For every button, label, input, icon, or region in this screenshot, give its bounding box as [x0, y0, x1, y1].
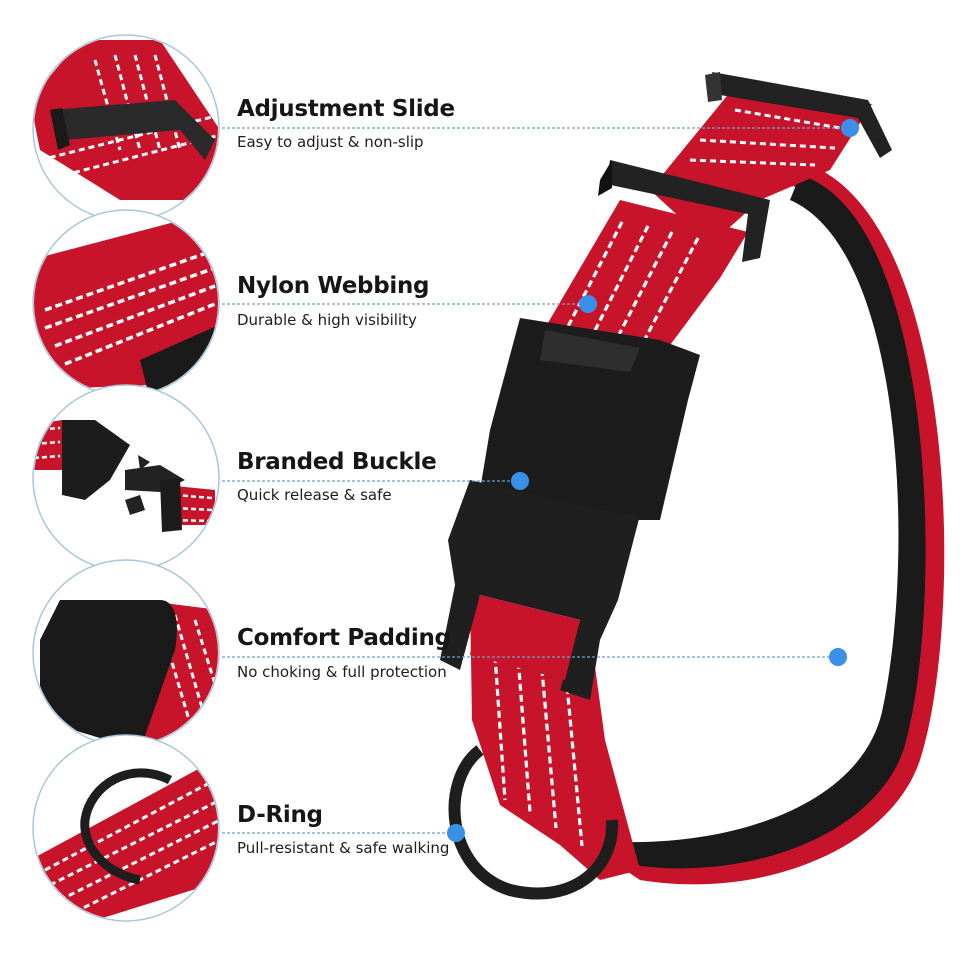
d-ring-hardware	[448, 745, 619, 900]
feature-title-buckle: Branded Buckle	[237, 449, 437, 475]
callout-d-ring	[222, 824, 465, 842]
callout-adjustment-slide	[222, 119, 859, 137]
detail-circle-adjustment-slide	[32, 34, 220, 222]
detail-circle-padding	[32, 559, 220, 747]
callout-nylon-webbing	[222, 295, 597, 313]
feature-desc-buckle: Quick release & safe	[237, 486, 392, 504]
callout-padding	[222, 648, 847, 666]
adjustment-slide-hardware	[705, 72, 892, 158]
collar-illustration	[440, 72, 945, 900]
feature-desc-padding: No choking & full protection	[237, 663, 447, 681]
detail-circle-nylon-webbing	[32, 209, 220, 397]
keeper-loop	[598, 160, 770, 262]
detail-circle-buckle	[32, 384, 220, 572]
feature-title-nylon-webbing: Nylon Webbing	[237, 273, 430, 299]
branded-buckle-hardware	[440, 318, 700, 700]
feature-desc-nylon-webbing: Durable & high visibility	[237, 311, 417, 329]
feature-desc-adjustment-slide: Easy to adjust & non-slip	[237, 133, 424, 151]
detail-circle-d-ring	[32, 734, 220, 922]
feature-title-d-ring: D-Ring	[237, 802, 323, 828]
callout-buckle	[222, 472, 529, 490]
feature-title-adjustment-slide: Adjustment Slide	[237, 96, 455, 122]
feature-title-padding: Comfort Padding	[237, 625, 451, 651]
feature-desc-d-ring: Pull-resistant & safe walking	[237, 839, 450, 857]
